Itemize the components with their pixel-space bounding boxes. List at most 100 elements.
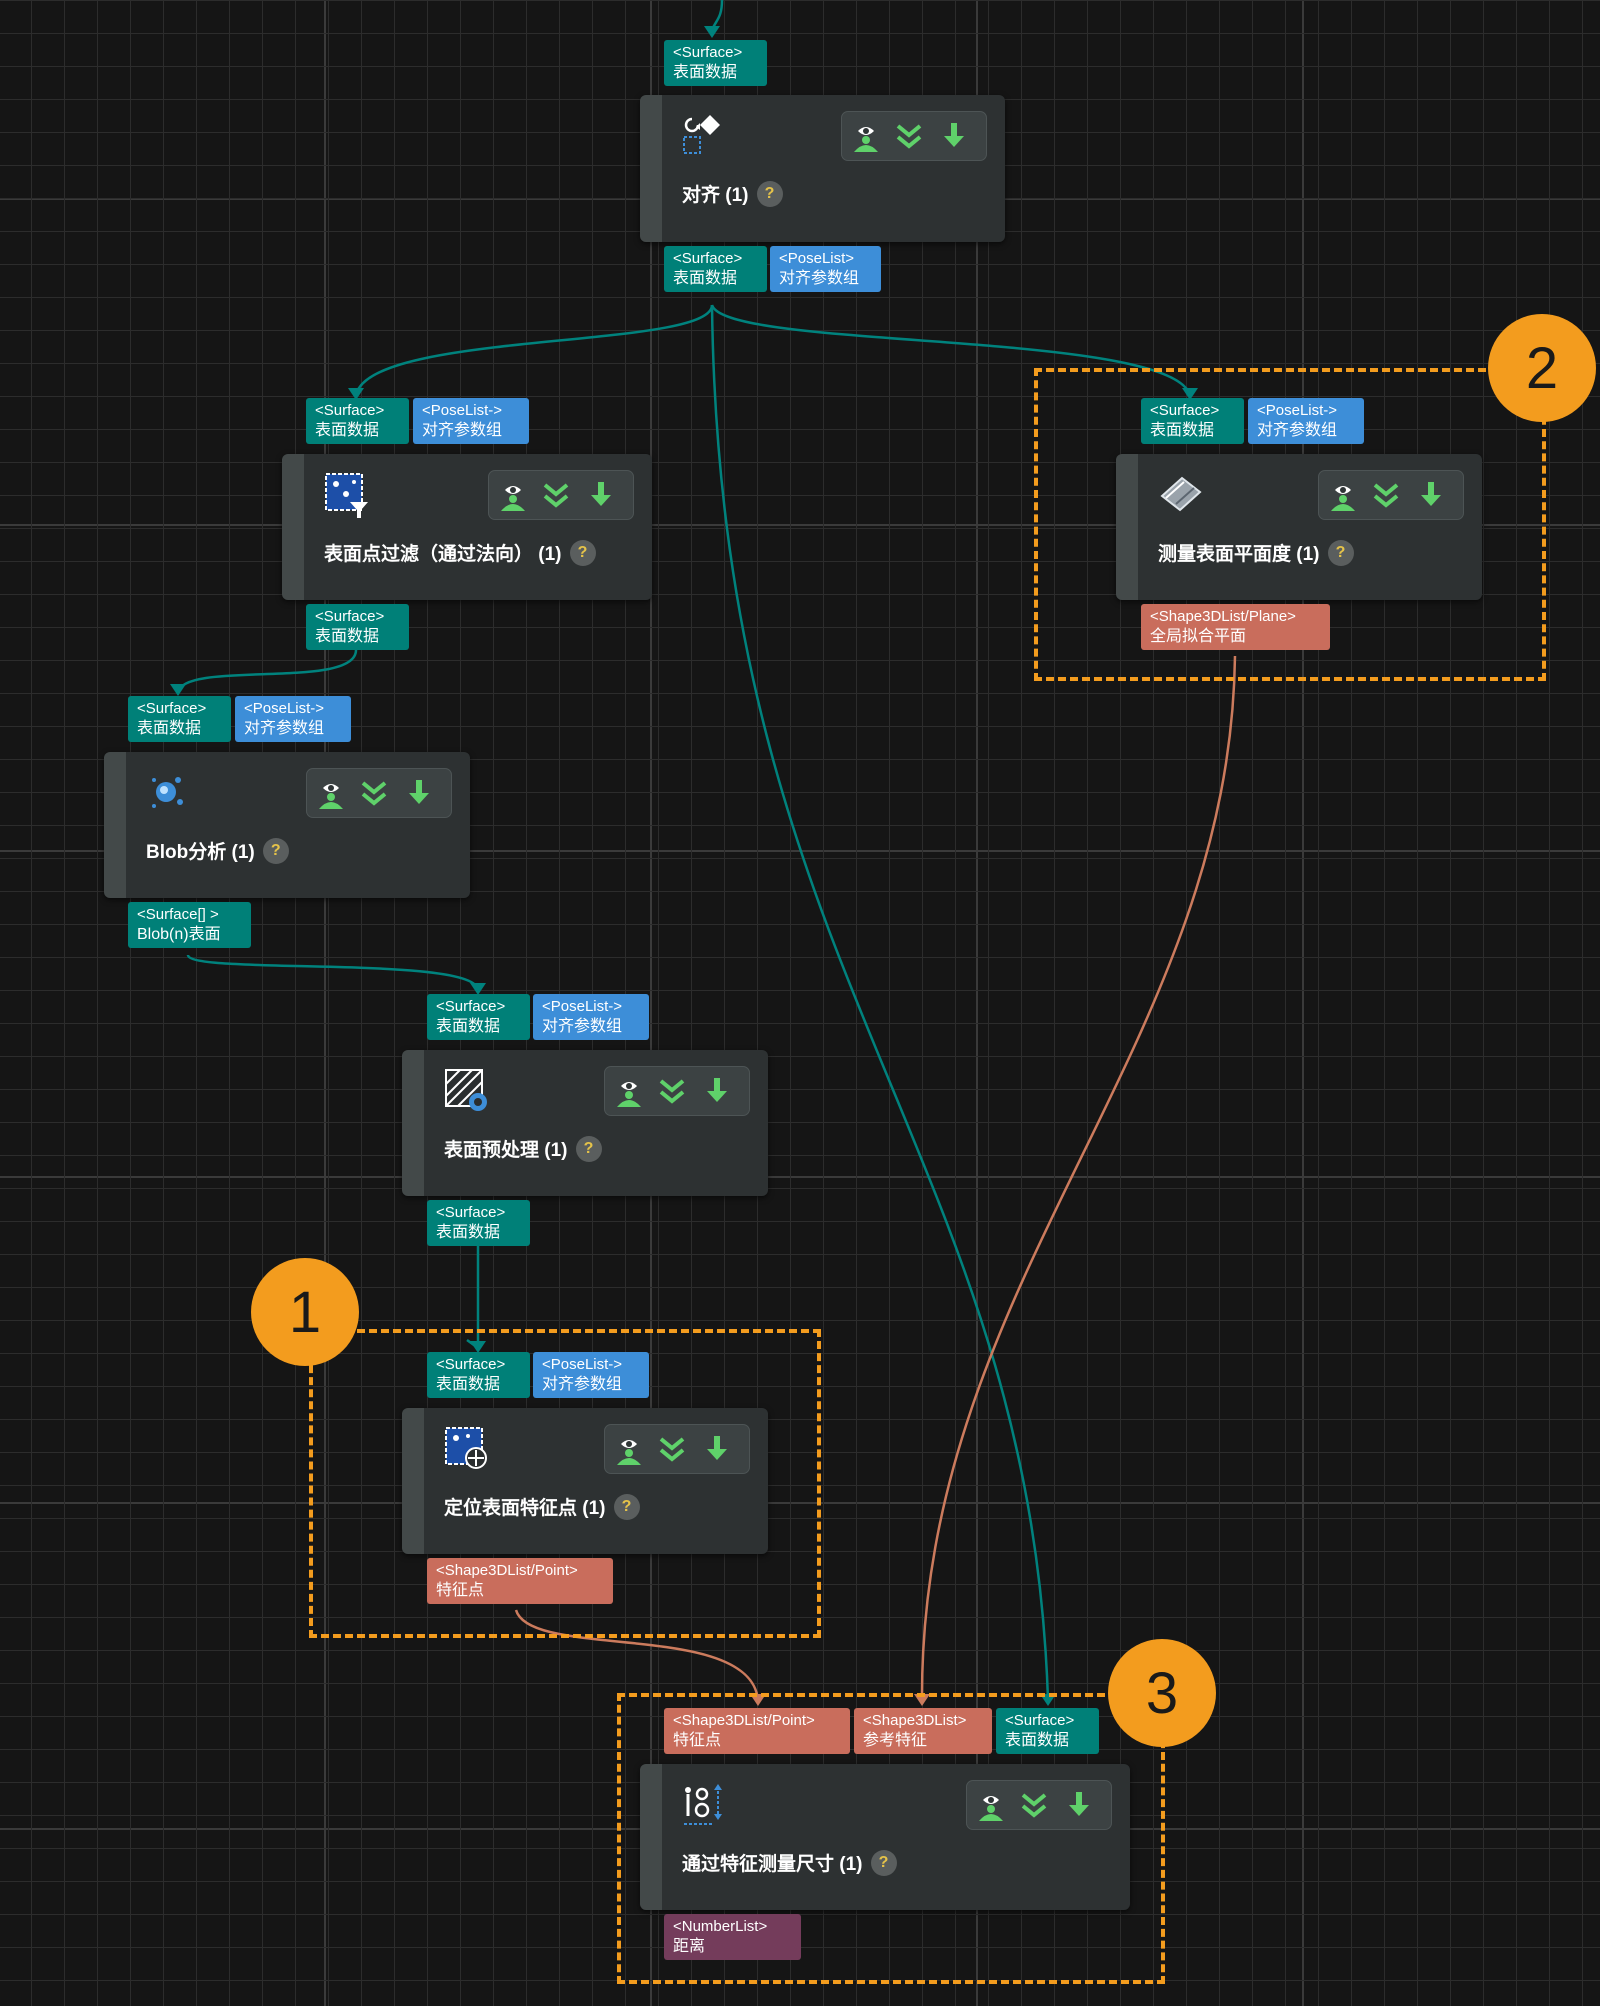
eye-icon[interactable]: [850, 120, 882, 152]
blob-input-poselist[interactable]: <PoseList-> 对齐参数组: [235, 696, 351, 742]
download-icon[interactable]: [585, 479, 617, 511]
locate-feature-point-icon: [445, 1427, 487, 1469]
flatness-icon: [1160, 476, 1202, 512]
preprocess-title: 表面预处理 (1) ?: [444, 1135, 602, 1162]
wire-locate-to-measure: [514, 1609, 760, 1701]
wire-align-to-measure: [710, 304, 1050, 1701]
eye-icon[interactable]: [975, 1789, 1007, 1821]
align-input-surface[interactable]: <Surface> 表面数据: [664, 40, 767, 86]
eye-icon[interactable]: [613, 1075, 645, 1107]
collapse-icon[interactable]: [1370, 479, 1402, 511]
arrow-measure-ref-in: [914, 1694, 930, 1706]
arrow-locate-in: [470, 1341, 486, 1353]
wire-align-to-flatness: [710, 304, 1192, 396]
arrow-measure-point-in: [750, 1694, 766, 1706]
wire-blob-to-preprocess: [186, 953, 480, 991]
filter-input-poselist[interactable]: <PoseList-> 对齐参数组: [413, 398, 529, 444]
measure-title: 通过特征测量尺寸 (1) ?: [682, 1849, 897, 1876]
filter-title: 表面点过滤（通过法向） (1) ?: [324, 539, 596, 566]
blob-output-surface-list[interactable]: <Surface[] > Blob(n)表面: [128, 902, 251, 948]
preprocess-toolbar: [604, 1066, 750, 1116]
blob-toolbar: [306, 768, 452, 818]
flatness-node[interactable]: 测量表面平面度 (1) ?: [1116, 454, 1482, 600]
align-title: 对齐 (1) ?: [682, 180, 783, 207]
eye-icon[interactable]: [1327, 479, 1359, 511]
blob-node[interactable]: Blob分析 (1) ?: [104, 752, 470, 898]
align-node[interactable]: 对齐 (1) ?: [640, 95, 1005, 242]
eye-icon[interactable]: [497, 479, 529, 511]
measure-input-surface[interactable]: <Surface> 表面数据: [996, 1708, 1099, 1754]
flatness-title: 测量表面平面度 (1) ?: [1158, 539, 1354, 566]
help-icon[interactable]: ?: [569, 539, 596, 566]
step-badge-3: 3: [1108, 1639, 1216, 1747]
step-badge-2: 2: [1488, 314, 1596, 422]
blob-icon: [152, 777, 183, 808]
arrow-measure-surface-in: [1040, 1694, 1056, 1706]
locate-input-poselist[interactable]: <PoseList-> 对齐参数组: [533, 1352, 649, 1398]
locate-title: 定位表面特征点 (1) ?: [444, 1493, 640, 1520]
locate-input-surface[interactable]: <Surface> 表面数据: [427, 1352, 530, 1398]
flatness-input-surface[interactable]: <Surface> 表面数据: [1141, 398, 1244, 444]
point-filter-icon: [325, 473, 368, 518]
measure-input-point[interactable]: <Shape3DList/Point> 特征点: [664, 1708, 850, 1754]
wire-filter-to-blob: [176, 649, 358, 693]
blob-title: Blob分析 (1) ?: [146, 837, 289, 864]
collapse-icon[interactable]: [358, 777, 390, 809]
eye-icon[interactable]: [613, 1433, 645, 1465]
help-icon[interactable]: ?: [870, 1849, 897, 1876]
download-icon[interactable]: [403, 777, 435, 809]
filter-input-surface[interactable]: <Surface> 表面数据: [306, 398, 409, 444]
collapse-icon[interactable]: [656, 1075, 688, 1107]
help-icon[interactable]: ?: [575, 1135, 602, 1162]
filter-toolbar: [488, 470, 634, 520]
wire-flatness-to-measure: [920, 655, 1237, 1701]
arrow-preprocess-in: [470, 983, 486, 995]
arrow-align-in: [704, 26, 720, 38]
download-icon[interactable]: [938, 120, 970, 152]
align-icon: [683, 115, 720, 154]
collapse-icon[interactable]: [1018, 1789, 1050, 1821]
preprocess-input-surface[interactable]: <Surface> 表面数据: [427, 994, 530, 1040]
help-icon[interactable]: ?: [1327, 539, 1354, 566]
highlight-box-3: [617, 1693, 1165, 1984]
measure-by-features-node[interactable]: 通过特征测量尺寸 (1) ?: [640, 1764, 1130, 1910]
help-icon[interactable]: ?: [756, 180, 783, 207]
filter-output-surface[interactable]: <Surface> 表面数据: [306, 604, 409, 650]
collapse-icon[interactable]: [540, 479, 572, 511]
align-output-poselist[interactable]: <PoseList> 对齐参数组: [770, 246, 881, 292]
measure-toolbar: [966, 1780, 1112, 1830]
measure-input-reference[interactable]: <Shape3DList> 参考特征: [854, 1708, 992, 1754]
collapse-icon[interactable]: [893, 120, 925, 152]
download-icon[interactable]: [1063, 1789, 1095, 1821]
flatness-toolbar: [1318, 470, 1464, 520]
measure-output-numberlist[interactable]: <NumberList> 距离: [664, 1914, 801, 1960]
step-badge-1: 1: [251, 1258, 359, 1366]
blob-input-surface[interactable]: <Surface> 表面数据: [128, 696, 231, 742]
preprocess-output-surface[interactable]: <Surface> 表面数据: [427, 1200, 530, 1246]
wire-align-to-filter: [354, 304, 714, 396]
locate-output-point[interactable]: <Shape3DList/Point> 特征点: [427, 1558, 613, 1604]
preprocess-input-poselist[interactable]: <PoseList-> 对齐参数组: [533, 994, 649, 1040]
locate-toolbar: [604, 1424, 750, 1474]
download-icon[interactable]: [1415, 479, 1447, 511]
download-icon[interactable]: [701, 1433, 733, 1465]
arrow-blob-in: [170, 684, 186, 696]
download-icon[interactable]: [701, 1075, 733, 1107]
locate-feature-point-node[interactable]: 定位表面特征点 (1) ?: [402, 1408, 768, 1554]
help-icon[interactable]: ?: [262, 837, 289, 864]
highlight-box-2: [1034, 368, 1546, 681]
align-toolbar: [841, 111, 987, 161]
surface-preprocess-node[interactable]: 表面预处理 (1) ?: [402, 1050, 768, 1196]
flatness-input-poselist[interactable]: <PoseList-> 对齐参数组: [1248, 398, 1364, 444]
normal-filter-node[interactable]: 表面点过滤（通过法向） (1) ?: [282, 454, 652, 600]
flatness-output-plane[interactable]: <Shape3DList/Plane> 全局拟合平面: [1141, 604, 1330, 650]
highlight-box-1: [309, 1329, 821, 1638]
help-icon[interactable]: ?: [613, 1493, 640, 1520]
arrow-filter-in: [348, 388, 364, 400]
align-output-surface[interactable]: <Surface> 表面数据: [664, 246, 767, 292]
surface-preprocess-icon: [445, 1069, 487, 1111]
collapse-icon[interactable]: [656, 1433, 688, 1465]
eye-icon[interactable]: [315, 777, 347, 809]
measure-dimension-icon: [684, 1784, 722, 1825]
